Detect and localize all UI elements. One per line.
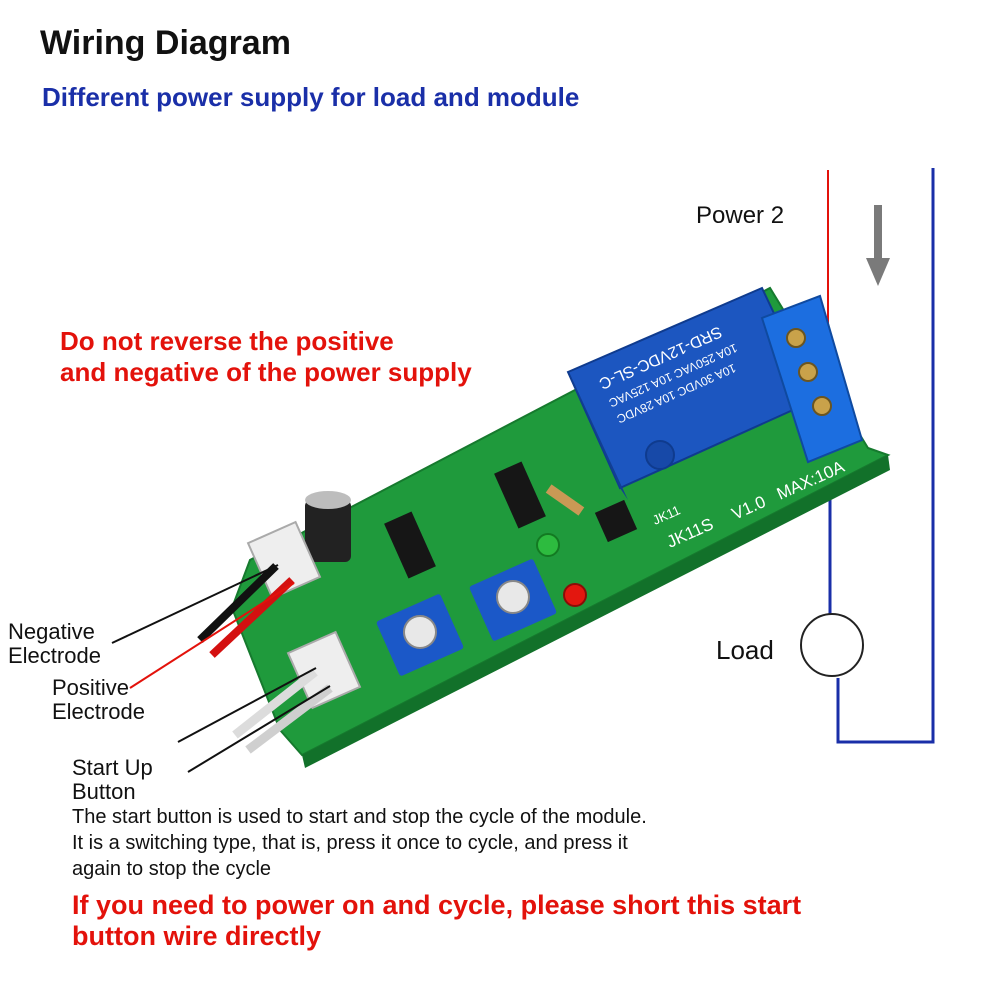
power-on-cycle-warning-line-2: button wire directly [72,921,322,951]
page-title: Wiring Diagram [40,24,291,62]
load-symbol [800,613,864,677]
pointer-positive [129,582,295,689]
jumper-1 [384,511,436,579]
negative-electrode-line-2: Electrode [8,643,101,668]
wire-power-black [197,563,279,643]
pointer-start-1 [177,667,317,743]
positive-electrode-line-1: Positive [52,675,130,700]
pcb-edge [302,455,890,768]
transistor [594,499,638,543]
led-green [536,533,560,557]
screw-terminal [760,294,864,464]
negative-electrode-label: Negative Electrode [8,620,101,668]
page-subtitle: Different power supply for load and modu… [42,82,580,112]
note-line-3: again to stop the cycle [72,858,272,880]
start-up-button-line-1: Start Up [72,755,153,780]
pointer-negative [111,564,279,644]
start-up-button-line-2: Button [72,779,136,804]
pointer-start-2 [187,685,331,773]
load-blue-wire-return [836,168,935,744]
capacitor [305,491,351,562]
jumper-2 [494,461,546,529]
potentiometer-1 [376,594,464,676]
note-line-1: The start button is used to start and st… [72,806,647,828]
start-button-note: The start button is used to start and st… [72,804,647,882]
polarity-warning-line-2: and negative of the power supply [60,357,472,387]
negative-electrode-line-1: Negative [8,619,95,644]
power-on-cycle-warning-line-1: If you need to power on and cycle, pleas… [72,890,802,920]
note-line-2: It is a switching type, that is, press i… [72,832,628,854]
power-2-label: Power 2 [696,202,785,229]
wire-start-1 [232,668,318,739]
potentiometer-2 [469,559,557,641]
diode [545,484,585,516]
wire-start-2 [245,684,333,754]
power-on-cycle-warning: If you need to power on and cycle, pleas… [72,890,801,952]
polarity-warning-line-1: Do not reverse the positive [60,326,394,356]
led-red [563,583,587,607]
start-up-button-label: Start Up Button [72,756,153,804]
load-label: Load [716,635,774,665]
positive-electrode-label: Positive Electrode [52,676,145,724]
polarity-warning: Do not reverse the positive and negative… [60,326,472,388]
positive-electrode-line-2: Electrode [52,699,145,724]
down-arrow-icon [866,205,890,286]
